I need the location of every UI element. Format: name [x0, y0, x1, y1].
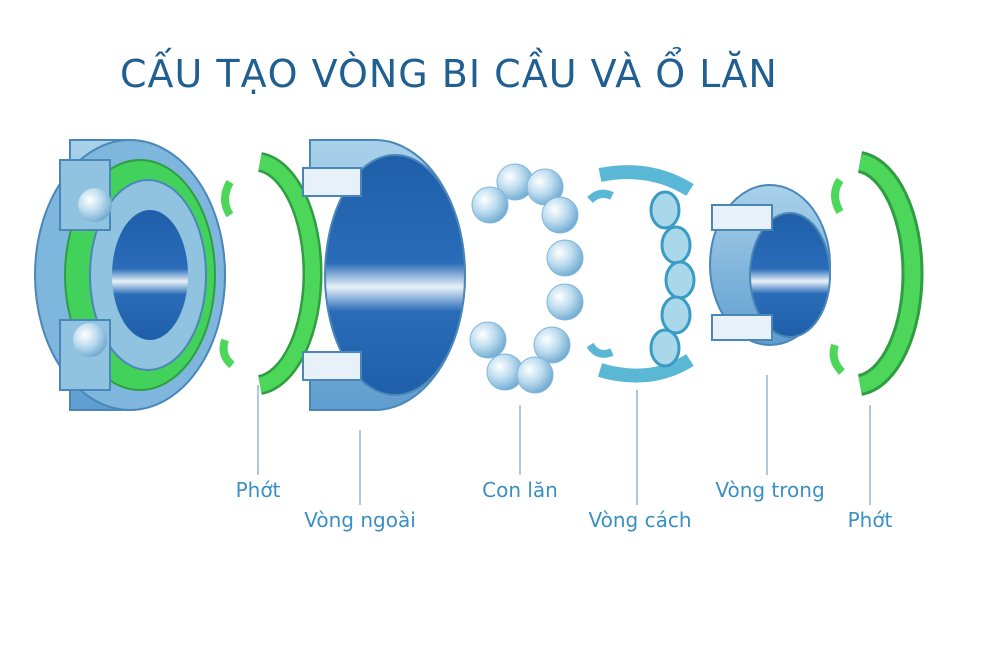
label-seal-left: Phớt — [235, 478, 281, 502]
seal-right-part — [829, 151, 924, 396]
label-rolling-elements: Con lăn — [482, 478, 558, 502]
label-cage: Vòng cách — [588, 508, 692, 532]
ball-icon — [533, 326, 571, 364]
diagram-title: CẤU TẠO VÒNG BI CẦU VÀ Ổ LĂN — [120, 52, 778, 96]
outer-ring-part — [302, 139, 466, 411]
ball-icon — [471, 186, 509, 224]
inner-ring-part — [709, 184, 831, 346]
ball-icon — [78, 188, 112, 222]
balls-part — [469, 163, 584, 394]
label-inner-ring: Vòng trong — [715, 478, 825, 502]
cage-part — [586, 165, 696, 383]
ball-icon — [546, 283, 584, 321]
ball-icon — [469, 321, 507, 359]
ball-icon — [516, 356, 554, 394]
ball-icon — [73, 323, 107, 357]
assembled-bearing — [34, 139, 226, 411]
ball-icon — [541, 196, 579, 234]
label-seal-right: Phớt — [847, 508, 893, 532]
ball-icon — [546, 239, 584, 277]
label-outer-ring: Vòng ngoài — [304, 508, 416, 532]
seal-left-part — [219, 152, 323, 395]
leader-lines — [257, 375, 871, 505]
